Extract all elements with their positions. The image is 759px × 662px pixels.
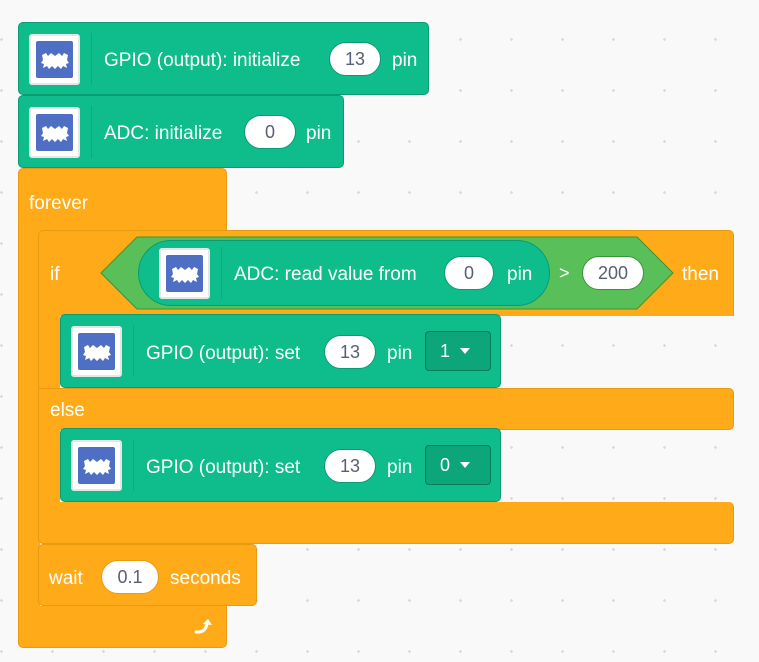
seconds-label: seconds [170,568,241,589]
if-else-block-arm-2 [38,428,60,504]
gpio-init-pin-input[interactable]: 13 [329,42,381,76]
wait-block[interactable]: wait 0.1 seconds [38,544,257,606]
gpio-set-block-else[interactable]: GPIO (output): set 13 pin 0 [60,428,501,502]
extension-bug-icon [29,107,80,158]
extension-bug-icon [71,326,122,377]
gpio-initialize-label: GPIO (output): initialize [104,50,301,71]
gpio-state-value: 0 [440,454,451,475]
forever-block-bottom[interactable] [18,606,227,648]
if-label: if [50,264,60,285]
extension-bug-icon [159,248,210,299]
greater-than-operator: > [559,263,570,283]
chevron-down-icon [460,348,471,354]
gpio-state-value: 1 [440,340,451,361]
compare-value-input[interactable]: 200 [582,256,644,290]
adc-init-pin-label: pin [306,123,332,144]
then-label: then [682,264,719,285]
forever-block-top[interactable]: forever [18,168,227,232]
else-label: else [50,400,85,421]
gpio-set-pin-label: pin [387,457,413,478]
adc-initialize-block[interactable]: ADC: initialize 0 pin [18,95,344,168]
adc-read-pin-input[interactable]: 0 [444,256,494,290]
gpio-set-label: GPIO (output): set [146,343,301,364]
gpio-set-pin-input[interactable]: 13 [324,449,376,483]
forever-label: forever [29,193,89,214]
extension-bug-icon [29,34,80,85]
wait-label: wait [49,568,83,589]
chevron-down-icon [460,462,471,468]
adc-initialize-label: ADC: initialize [104,123,223,144]
adc-init-pin-input[interactable]: 0 [244,115,296,149]
gpio-state-dropdown[interactable]: 0 [425,445,491,485]
forever-block-arm [18,230,40,608]
wait-seconds-input[interactable]: 0.1 [101,560,159,594]
if-else-block-middle[interactable]: else [38,388,734,430]
gpio-set-pin-input[interactable]: 13 [324,335,376,369]
loop-arrow-icon [194,619,212,634]
gpio-initialize-block[interactable]: GPIO (output): initialize 13 pin [18,22,429,95]
extension-bug-icon [71,440,122,491]
adc-read-reporter[interactable]: ADC: read value from 0 pin [138,240,550,306]
adc-read-label: ADC: read value from [234,264,417,285]
adc-read-pin-label: pin [507,264,533,285]
if-else-block-arm-1 [38,314,60,390]
gpio-set-block-then[interactable]: GPIO (output): set 13 pin 1 [60,314,501,388]
gpio-set-label: GPIO (output): set [146,457,301,478]
gpio-set-pin-label: pin [387,343,413,364]
gpio-init-pin-label: pin [392,50,418,71]
gpio-state-dropdown[interactable]: 1 [425,331,491,371]
if-else-block-bottom[interactable] [38,502,734,544]
